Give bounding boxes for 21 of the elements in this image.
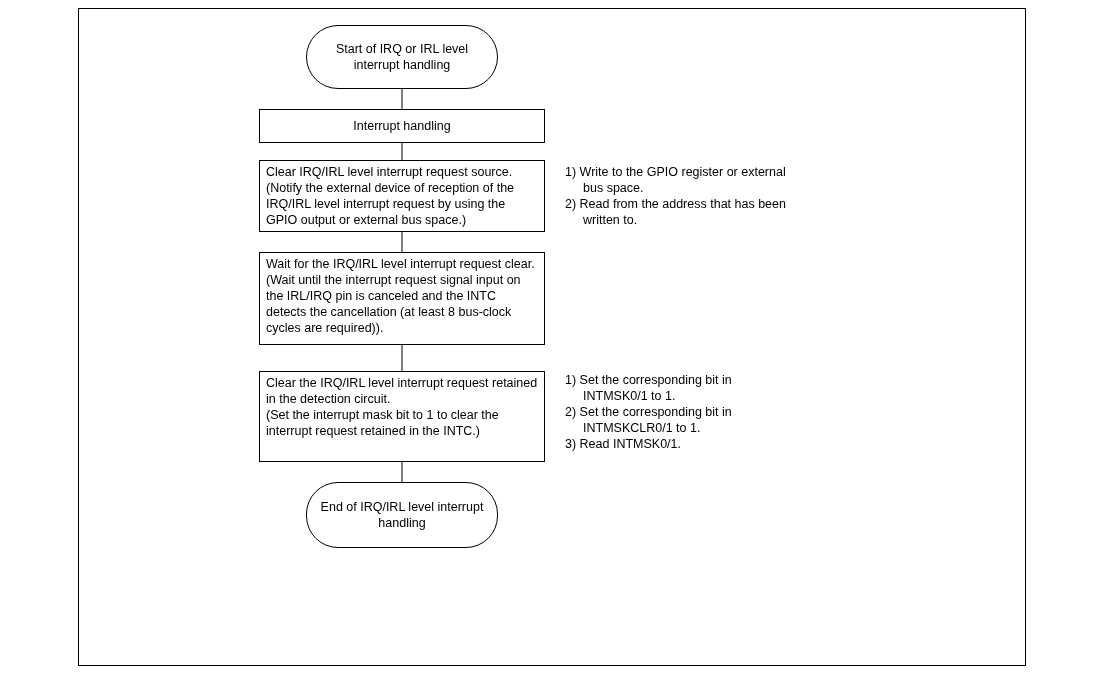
process-box (259, 252, 545, 345)
step-note: 3) Read INTMSK0/1. (565, 436, 682, 452)
process-box (259, 160, 545, 232)
node-text: (Set the interrupt mask bit to 1 to clear the interrupt request retained in the INTC.) (266, 407, 500, 439)
node-text: Wait for the IRQ/IRL level interrupt request clear. (Wait until the interrupt request signal input on the IRL/IRQ pin is canceled and the INTC detects the cancellation (at least 8 bus-clock cycles are required)). (266, 256, 536, 336)
step-note: 2) Set the corresponding bit in INTMSKCLR0/1 to 1. (565, 404, 733, 436)
step-note: 1) Set the corresponding bit in INTMSK0/1 to 1. (565, 372, 733, 404)
node-text: End of IRQ/IRL level interrupt handling (319, 499, 485, 531)
connector-line (401, 88, 403, 110)
process-box (259, 109, 545, 143)
process-box (259, 371, 545, 462)
connector-line (401, 344, 403, 372)
step-note: 1) Write to the GPIO register or external bus space. (565, 164, 787, 196)
connector-line (401, 461, 403, 483)
node-text: Clear the IRQ/IRL level interrupt request retained in the detection circuit. (266, 375, 538, 407)
connector-line (401, 231, 403, 253)
node-text: Interrupt handling (353, 118, 451, 134)
node-text: Clear IRQ/IRL level interrupt request source. (Notify the external device of reception of the IRQ/IRL level interrupt request by using the GPIO output or external bus space.) (266, 164, 516, 228)
connector-line (401, 142, 403, 161)
step-note: 2) Read from the address that has been written to. (565, 196, 787, 228)
node-text: Start of IRQ or IRL level interrupt handling (334, 41, 470, 73)
